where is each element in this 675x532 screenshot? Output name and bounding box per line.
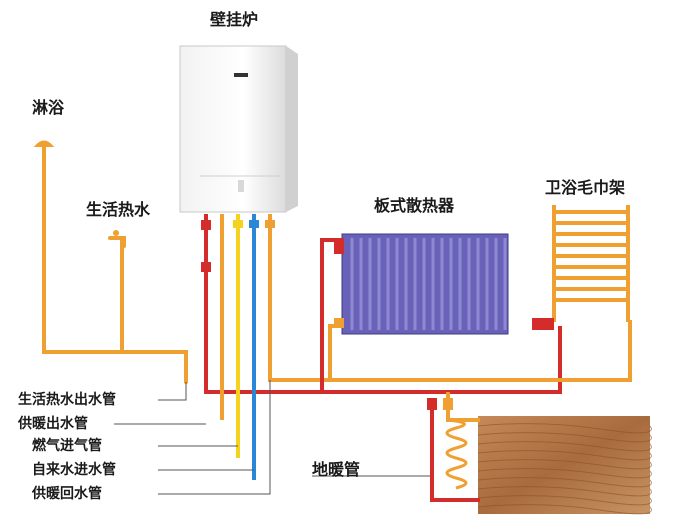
wood-grain-line xyxy=(477,450,652,461)
valve-fitting xyxy=(265,220,275,228)
legend-cold-water-inlet: 自来水进水管 xyxy=(32,462,116,478)
wood-floor xyxy=(478,416,650,514)
valve-fitting xyxy=(201,262,211,272)
shower-label: 淋浴 xyxy=(32,98,65,117)
wood-grain-line xyxy=(477,477,652,488)
wood-grain-line xyxy=(477,441,652,452)
boiler-logo-mark xyxy=(234,73,248,77)
radiator-label: 板式散热器 xyxy=(374,196,455,215)
wood-grain-line xyxy=(477,495,652,506)
shower-pipe xyxy=(33,140,188,384)
floor-valve xyxy=(427,398,437,410)
wood-grain-line xyxy=(477,459,652,470)
floor-valve xyxy=(443,398,453,410)
wood-grain-line xyxy=(477,432,652,443)
valve-fitting xyxy=(249,220,259,228)
floor-heating xyxy=(427,392,652,515)
towel-rack xyxy=(532,205,630,330)
valve-fitting xyxy=(201,220,211,230)
radiator-valve xyxy=(334,238,344,254)
floor-heating-label: 地暖管 xyxy=(312,460,361,479)
boiler-outlet-pipes xyxy=(201,214,632,480)
wood-grain-line xyxy=(477,486,652,497)
boiler-indicator xyxy=(238,180,244,192)
hot-tap-label: 生活热水 xyxy=(86,200,151,219)
radiator-pipes xyxy=(320,238,344,392)
legend-heating-supply: 供暖出水管 xyxy=(18,416,88,432)
towel-rack-valve xyxy=(532,318,554,330)
hot-tap-pipe xyxy=(108,230,126,352)
boiler-side xyxy=(286,46,298,212)
legend-leaders xyxy=(114,380,430,495)
tap-icon xyxy=(113,230,119,236)
wood-grain-line xyxy=(477,504,652,515)
valve-fitting xyxy=(233,220,243,228)
panel-radiator xyxy=(334,233,509,335)
boiler-label: 壁挂炉 xyxy=(210,10,259,29)
wood-grain-line xyxy=(477,468,652,479)
wood-grain-line xyxy=(477,423,652,434)
legend-heating-return: 供暖回水管 xyxy=(32,486,102,502)
radiator-valve xyxy=(334,318,344,328)
legend-gas-inlet: 燃气进气管 xyxy=(32,438,102,454)
boiler xyxy=(179,45,298,213)
shower-head-icon xyxy=(33,140,55,147)
towel-rack-label: 卫浴毛巾架 xyxy=(545,178,626,197)
legend-hot-water-outlet: 生活热水出水管 xyxy=(18,392,116,408)
floor-heating-coil xyxy=(445,418,468,490)
